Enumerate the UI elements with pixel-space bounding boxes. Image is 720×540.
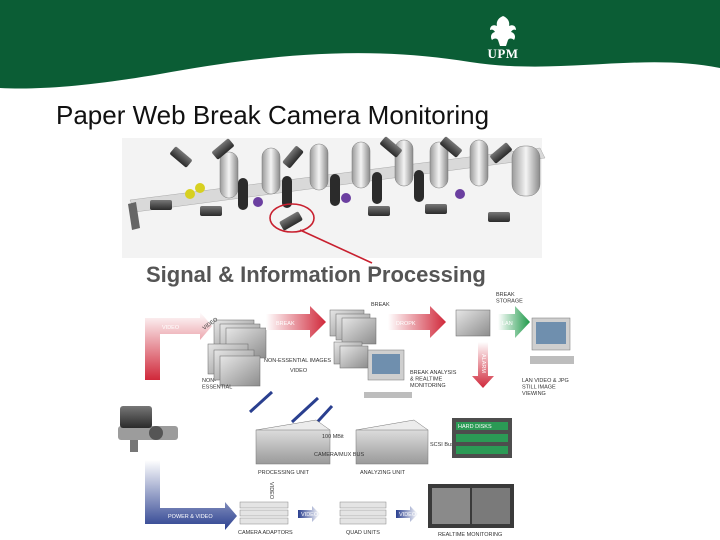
realtime-monitors-icon bbox=[428, 484, 514, 528]
label-video-left: VIDEO bbox=[162, 325, 180, 331]
label-hard-disks: HARD DISKS bbox=[458, 424, 492, 430]
video-image-stack bbox=[208, 320, 266, 386]
logo-text: UPM bbox=[479, 46, 527, 62]
label-processing-unit: PROCESSING UNIT bbox=[258, 470, 310, 476]
lan-monitor-icon bbox=[530, 318, 574, 364]
camera-adaptors-icon bbox=[240, 502, 288, 524]
section-title: Signal & Information Processing bbox=[146, 262, 486, 287]
header-wave bbox=[0, 0, 720, 88]
arrow-break bbox=[266, 306, 326, 338]
label-power-video: POWER & VIDEO bbox=[168, 514, 213, 520]
label-video-vert: VIDEO bbox=[268, 482, 274, 500]
analyzing-unit-icon bbox=[356, 420, 428, 464]
page-title: Paper Web Break Camera Monitoring bbox=[56, 100, 489, 131]
label-non-essential-images: NON-ESSENTIAL IMAGES bbox=[264, 358, 331, 364]
camera-unit-icon bbox=[118, 406, 178, 452]
label-video-b2: VIDEO bbox=[399, 512, 417, 518]
label-dropk: DROPK bbox=[396, 321, 416, 327]
label-break-arrow: BREAK bbox=[276, 321, 295, 327]
mid-image-stack bbox=[334, 342, 368, 368]
paper-machine-illustration bbox=[122, 136, 545, 263]
label-quad-units: QUAD UNITS bbox=[346, 530, 380, 536]
label-video-mid: VIDEO bbox=[290, 368, 308, 374]
blue-corner-arrow: POWER & VIDEO bbox=[145, 460, 237, 530]
label-realtime-monitoring: REALTIME MONITORING bbox=[438, 532, 502, 538]
label-camera-adaptors: CAMERA ADAPTORS bbox=[238, 530, 293, 536]
analysis-monitor-icon bbox=[364, 350, 412, 398]
label-camera-bus: CAMERA/MUX BUS bbox=[314, 452, 364, 458]
label-lan: LAN bbox=[502, 321, 513, 327]
web-break-diagram: Signal & Information Processing VIDEO PO… bbox=[0, 130, 720, 540]
label-alarm: ALARM bbox=[480, 354, 486, 373]
header-banner bbox=[0, 0, 720, 100]
label-mbit: 100 MBit bbox=[322, 434, 344, 440]
label-analyzing-unit: ANALYZING UNIT bbox=[360, 470, 406, 476]
quad-units-icon bbox=[340, 502, 386, 524]
red-corner-arrow: VIDEO bbox=[145, 312, 212, 380]
label-break-top: BREAK bbox=[371, 302, 390, 308]
label-video-b1: VIDEO bbox=[301, 512, 319, 518]
label-scsi-bus: SCSI Bus bbox=[430, 442, 454, 448]
